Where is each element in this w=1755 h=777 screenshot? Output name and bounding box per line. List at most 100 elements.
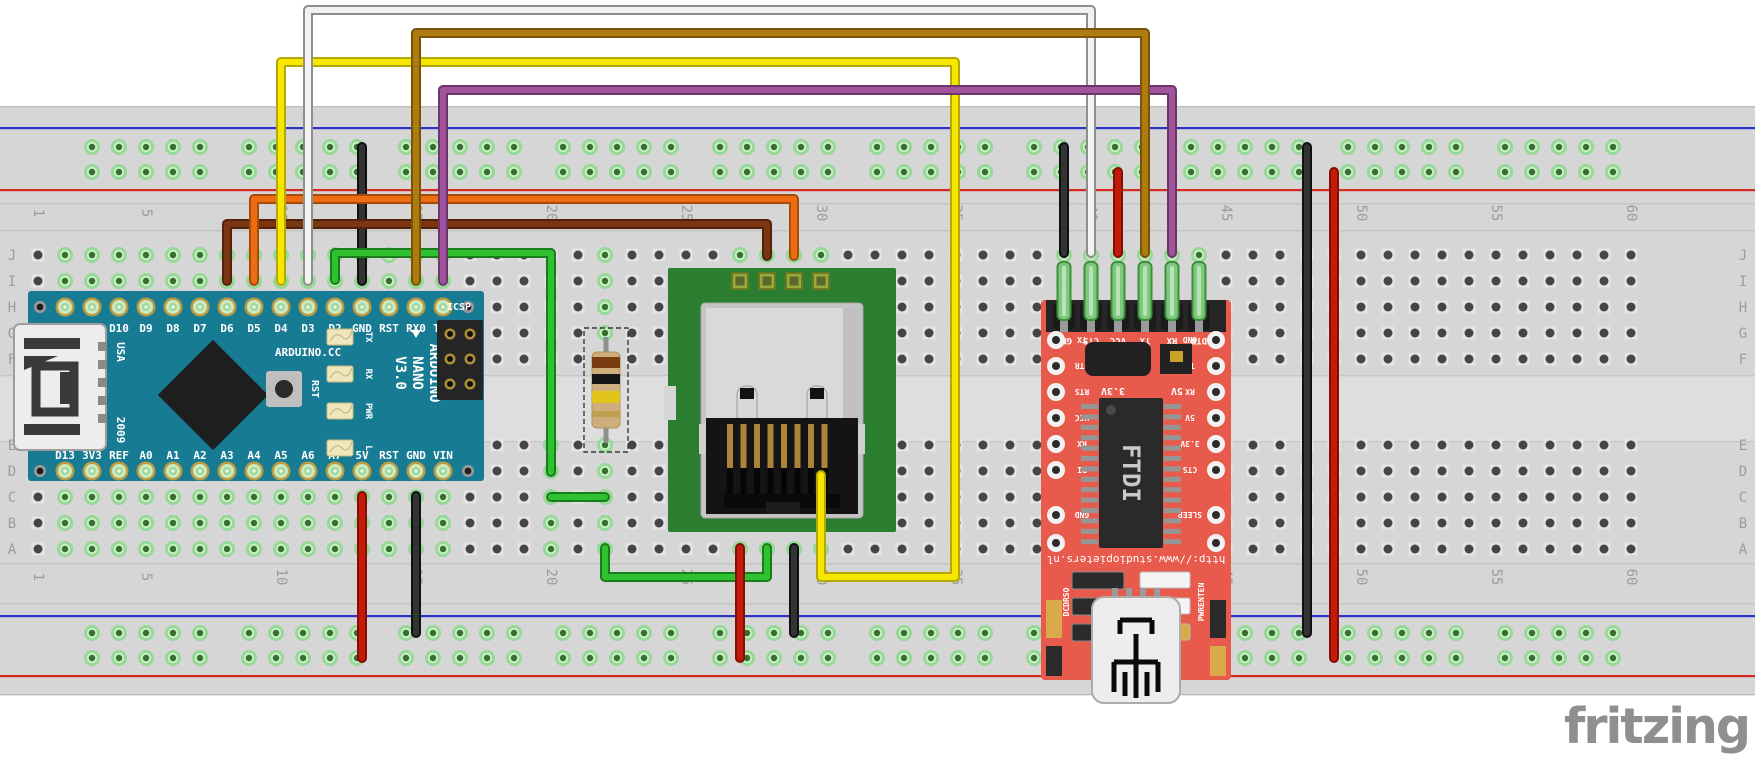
ftdi-pad-label-PWRENTEN: PWRENTEN (1197, 583, 1206, 622)
resistor-body[interactable] (591, 351, 621, 429)
wire-d6-to-rj45[interactable] (222, 219, 772, 286)
ftdi-pad-label-GND: GND (1183, 335, 1198, 344)
column-number-30: 30 (813, 205, 829, 222)
ftdi-pin (1083, 261, 1099, 332)
resistor-band (592, 374, 620, 384)
nano-usa-label: USA (114, 342, 127, 362)
nano-pin-label-D10: D10 (109, 322, 129, 335)
ftdi-pad-label-5V: 5V (1185, 413, 1195, 422)
ftdi-pad-label-DCDRSO: DCDRSO (1062, 587, 1071, 616)
nano-pin-label-GND: GND (406, 449, 426, 462)
wire-d5-to-rj45[interactable] (249, 194, 799, 286)
resistor-band (592, 357, 620, 368)
wire-green-bottom[interactable] (600, 543, 772, 582)
ftdi-url-label: http://www.studiopieters.nl (1047, 553, 1226, 566)
ftdi-pad-label-DTR: DTR (1075, 361, 1090, 370)
nano-pin-label-RST: RST (379, 449, 399, 462)
row-letter-F: F (8, 352, 16, 368)
row-letter-C: C (1739, 490, 1747, 506)
row-letter-B: B (1739, 516, 1747, 532)
nano-usb-connector (13, 323, 107, 451)
nano-pin-label-D5: D5 (247, 322, 260, 335)
nano-arduino-cc-label: ARDUINO.CC (275, 346, 341, 359)
ftdi-pad-label-TX: TX (1077, 335, 1087, 344)
ftdi-pad-label-RTS: RTS (1075, 387, 1090, 396)
usb-trident-icon (1111, 617, 1161, 698)
resistor[interactable] (583, 327, 629, 453)
resistor-band (592, 411, 620, 417)
nano-pin-label-3V3: 3V3 (82, 449, 102, 462)
ftdi-pin (1110, 261, 1126, 332)
column-number-1: 1 (30, 573, 46, 581)
ftdi-pin-label-DTR: DTR (1190, 335, 1207, 345)
nano-pin-label-5V: 5V (355, 449, 369, 462)
nano-pin-label-D8: D8 (166, 322, 179, 335)
wire-rx0-to-ftdi-tx[interactable] (411, 28, 1150, 286)
nano-reset-label: RST (309, 380, 320, 398)
ftdi-chip: FTDI (1081, 398, 1181, 548)
row-letter-D: D (1739, 464, 1747, 480)
column-number-45: 45 (1218, 205, 1234, 222)
ftdi-jumper-label-3v3: 3.3V (1101, 385, 1125, 396)
selection-outline (583, 327, 629, 453)
resistor-band (592, 391, 620, 403)
ftdi-jumper-label-5v: 5V (1171, 385, 1183, 396)
row-letter-B: B (8, 516, 16, 532)
rail-blue-line-bottom (0, 615, 1755, 618)
column-number-60: 60 (1623, 569, 1639, 586)
nano-pin-label-RX0: RX0 (406, 322, 426, 335)
ftdi-breakout[interactable]: GNDCTSVCCTXRXDTRTXGNDDTRTXRTSRXVCC5VRX3.… (1041, 261, 1231, 704)
row-letter-A: A (8, 542, 17, 558)
wire-tx1-to-ftdi-rx[interactable] (438, 85, 1177, 286)
column-number-1: 1 (30, 209, 46, 217)
ftdi-pad-label-GND: GND (1075, 510, 1090, 519)
breadboard-seam (0, 203, 1755, 205)
ftdi-pin-label-VCC: VCC (1110, 335, 1126, 345)
row-letter-A: A (1739, 542, 1748, 558)
ftdi-pad-label-3.3V: 3.3V (1180, 439, 1199, 448)
row-letter-J: J (8, 248, 16, 264)
breadboard-seam (0, 694, 1755, 696)
ftdi-pad-label-CTS: CTS (1183, 465, 1198, 474)
ftdi-pad-label-SLEEP: SLEEP (1178, 510, 1202, 519)
wires (222, 5, 1339, 663)
column-number-50: 50 (1353, 569, 1369, 586)
nano-pin-label-D4: D4 (274, 322, 288, 335)
rj45-breakout[interactable] (664, 268, 896, 532)
row-letter-E: E (1739, 438, 1747, 454)
row-letter-G: G (8, 326, 16, 342)
nano-pin-label-REF: REF (109, 449, 129, 462)
nano-icsp-label: ICSP (447, 302, 471, 313)
column-number-5: 5 (138, 573, 154, 581)
nano-pin-label-D13: D13 (55, 449, 75, 462)
row-letter-D: D (8, 464, 16, 480)
row-letter-H: H (8, 300, 16, 316)
breadboard-seam (0, 230, 1755, 232)
ftdi-pin (1191, 261, 1207, 332)
nano-pin-label-D6: D6 (220, 322, 234, 335)
column-number-60: 60 (1623, 205, 1639, 222)
nano-led-TX (326, 328, 354, 346)
arduino-nano[interactable]: D12D11D10D9D8D7D6D5D4D3D2GNDRSTRX0TX1D13… (13, 291, 484, 481)
ftdi-pin (1056, 261, 1072, 332)
breadboard-seam (0, 563, 1755, 565)
ftdi-chip-label: FTDI (1117, 444, 1145, 502)
ftdi-pin-label-CTS: CTS (1083, 335, 1099, 345)
wire-d3-to-ftdi-cts[interactable] (303, 5, 1096, 286)
rx0-marker-icon (411, 330, 421, 338)
nano-led-label-PWR: PWR (363, 403, 373, 420)
rail-red-line-bottom (0, 675, 1755, 678)
nano-pin-label-A1: A1 (166, 449, 180, 462)
column-number-5: 5 (138, 209, 154, 217)
row-letter-J: J (1739, 248, 1747, 264)
wire-d4-to-rj45[interactable] (276, 57, 960, 582)
nano-led-label-L: L (363, 445, 373, 451)
nano-led-L (326, 439, 354, 457)
row-letter-I: I (1739, 274, 1747, 290)
breadboard-seam (0, 603, 1755, 605)
nano-pins (55, 297, 453, 481)
row-letter-E: E (8, 438, 16, 454)
nano-pin-label-A0: A0 (139, 449, 152, 462)
rj45-jack (699, 302, 865, 519)
